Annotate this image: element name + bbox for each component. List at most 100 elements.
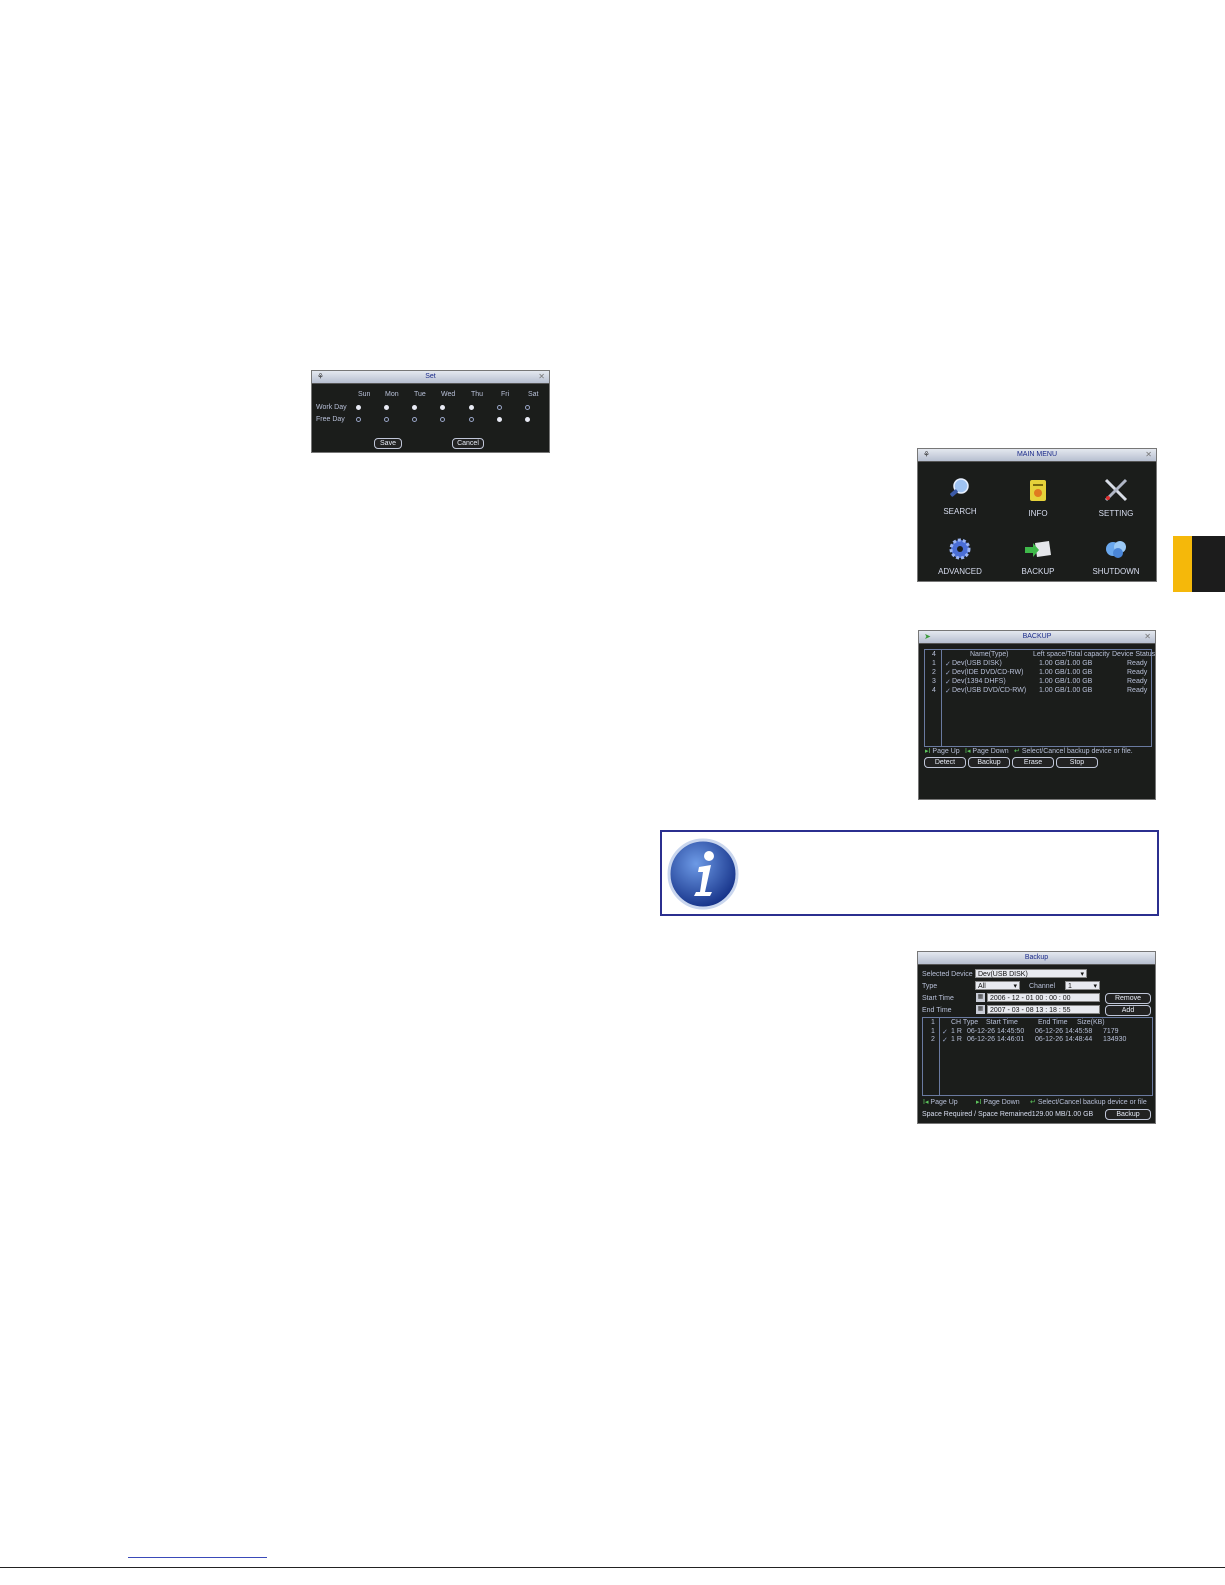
calendar-icon[interactable]: ▦ [976, 993, 985, 1002]
dvr-logo-icon: ⚘ [922, 450, 931, 459]
free-day-radio-thu[interactable] [469, 417, 474, 422]
file-row-ch: 1 R [951, 1028, 962, 1035]
close-icon[interactable]: ✕ [1144, 632, 1151, 641]
free-day-label: Free Day [316, 416, 345, 423]
free-day-radio-sat[interactable] [525, 417, 530, 422]
main-menu-dialog: ⚘ MAIN MENU ✕ SEARCH INFO SETTING ADVANC… [917, 448, 1157, 582]
work-day-radio-wed[interactable] [440, 405, 445, 410]
free-day-radio-tue[interactable] [412, 417, 417, 422]
free-day-radio-wed[interactable] [440, 417, 445, 422]
device-row-name: Dev(USB DISK) [952, 660, 1002, 667]
free-day-radio-fri[interactable] [497, 417, 502, 422]
menu-item-advanced[interactable]: ADVANCED [920, 537, 1000, 576]
main-menu-titlebar: ⚘ MAIN MENU ✕ [918, 449, 1156, 462]
check-icon[interactable]: ✓ [942, 1029, 948, 1036]
menu-label-info: INFO [1028, 509, 1048, 518]
free-day-radio-sun[interactable] [356, 417, 361, 422]
file-row-start: 06-12-26 14:45:50 [967, 1028, 1025, 1035]
col-size: Size(KB) [1077, 1019, 1105, 1026]
device-list: 4 Name(Type) Left space/Total capacity D… [924, 649, 1156, 747]
erase-button[interactable]: Erase [1012, 757, 1054, 768]
col-name: Name(Type) [970, 651, 1009, 658]
space-required-label: Space Required / Space Remained129.00 MB… [922, 1111, 1094, 1118]
work-day-radio-sat[interactable] [525, 405, 530, 410]
start-time-input[interactable]: 2006 - 12 - 01 00 : 00 : 00 [987, 993, 1100, 1002]
col-num: 1 [931, 1019, 935, 1026]
add-button[interactable]: Add [1105, 1005, 1151, 1016]
device-row-space: 1.00 GB/1.00 GB [1039, 660, 1093, 667]
hint-page-up: ▸I Page Up [925, 748, 960, 755]
file-row-size: 7179 [1103, 1028, 1119, 1035]
device-row-status: Ready [1127, 660, 1148, 667]
device-row-space: 1.00 GB/1.00 GB [1039, 687, 1093, 694]
channel-select[interactable]: 1▾ [1065, 981, 1100, 990]
day-wed: Wed [441, 391, 456, 398]
menu-label-search: SEARCH [943, 507, 977, 516]
work-day-radio-mon[interactable] [384, 405, 389, 410]
footer-link-underline [128, 1557, 267, 1558]
device-row-status: Ready [1127, 687, 1148, 694]
set-dialog: ⚘ Set ✕ Sun Mon Tue Wed Thu Fri Sat Work… [311, 370, 550, 453]
menu-item-search[interactable]: SEARCH [920, 477, 1000, 516]
day-tue: Tue [414, 391, 426, 398]
footer-rule [0, 1567, 1225, 1568]
cancel-button[interactable]: Cancel [452, 438, 484, 449]
col-start-time: Start Time [986, 1019, 1018, 1026]
device-row-status: Ready [1127, 669, 1148, 676]
hint-page-down: I◂ Page Down [965, 748, 1009, 755]
close-icon[interactable]: ✕ [1145, 450, 1152, 459]
check-icon[interactable]: ✓ [945, 688, 951, 695]
free-day-radio-mon[interactable] [384, 417, 389, 422]
backup-files-titlebar: Backup [918, 952, 1155, 965]
file-row-num: 2 [931, 1036, 935, 1043]
detect-button[interactable]: Detect [924, 757, 966, 768]
stop-button[interactable]: Stop [1056, 757, 1098, 768]
work-day-radio-thu[interactable] [469, 405, 474, 410]
backup-start-button[interactable]: Backup [1105, 1109, 1151, 1120]
work-day-label: Work Day [316, 404, 347, 411]
device-row-num: 3 [932, 678, 936, 685]
selected-device-label: Selected Device [922, 971, 973, 978]
save-button[interactable]: Save [374, 438, 402, 449]
day-sun: Sun [358, 391, 371, 398]
device-row-num: 2 [932, 669, 936, 676]
menu-item-info[interactable]: INFO [998, 477, 1078, 518]
file-row-num: 1 [931, 1028, 935, 1035]
work-day-radio-sun[interactable] [356, 405, 361, 410]
hint-select: ↵ Select/Cancel backup device or file. [1014, 748, 1133, 755]
menu-item-shutdown[interactable]: SHUTDOWN [1076, 537, 1156, 576]
check-icon[interactable]: ✓ [945, 670, 951, 677]
work-day-radio-fri[interactable] [497, 405, 502, 410]
day-fri: Fri [501, 391, 510, 398]
backup-button[interactable]: Backup [968, 757, 1010, 768]
backup-icon: ➤ [924, 632, 931, 641]
menu-label-advanced: ADVANCED [938, 567, 982, 576]
file-row-start: 06-12-26 14:46:01 [967, 1036, 1025, 1043]
selected-device-select[interactable]: Dev(USB DISK)▾ [975, 969, 1087, 978]
check-icon[interactable]: ✓ [945, 661, 951, 668]
file-row-ch: 1 R [951, 1036, 962, 1043]
menu-label-setting: SETTING [1098, 509, 1134, 518]
menu-label-shutdown: SHUTDOWN [1092, 567, 1140, 576]
menu-item-setting[interactable]: SETTING [1076, 477, 1156, 518]
device-row-name: Dev(USB DVD/CD-RW) [952, 687, 1027, 694]
hint-select: ↵ Select/Cancel backup device or file [1030, 1099, 1147, 1106]
set-dialog-titlebar: ⚘ Set ✕ [312, 371, 549, 384]
check-icon[interactable]: ✓ [945, 679, 951, 686]
type-label: Type [922, 983, 938, 990]
col-status: Device Status [1112, 651, 1156, 658]
main-menu-title: MAIN MENU [1016, 451, 1058, 458]
chapter-tab-marker [1173, 536, 1225, 592]
type-select[interactable]: All▾ [975, 981, 1020, 990]
menu-item-backup[interactable]: BACKUP [998, 537, 1078, 576]
end-time-input[interactable]: 2007 - 03 - 08 13 : 18 : 55 [987, 1005, 1100, 1014]
remove-button[interactable]: Remove [1105, 993, 1151, 1004]
close-icon[interactable]: ✕ [538, 372, 545, 381]
device-row-num: 1 [932, 660, 936, 667]
work-day-radio-tue[interactable] [412, 405, 417, 410]
calendar-icon[interactable]: ▦ [976, 1005, 985, 1014]
device-row-space: 1.00 GB/1.00 GB [1039, 669, 1093, 676]
check-icon[interactable]: ✓ [942, 1037, 948, 1044]
file-row-end: 06-12-26 14:48:44 [1035, 1036, 1093, 1043]
day-sat: Sat [528, 391, 539, 398]
